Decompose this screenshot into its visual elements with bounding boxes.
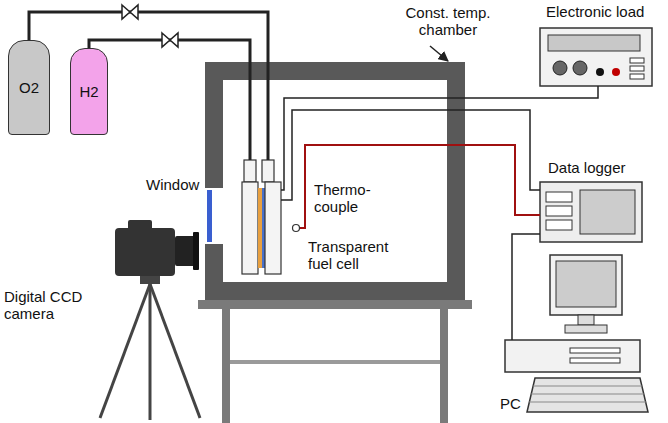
- electronic-load-drawing: [540, 28, 652, 86]
- gas-cylinder: O2: [8, 40, 50, 135]
- valve-symbol: [162, 33, 178, 47]
- part-label: Window: [146, 176, 206, 193]
- electronic-load: Electronic load: [540, 28, 652, 86]
- gas-line: [89, 40, 250, 160]
- device-label: Electronic load: [546, 3, 668, 20]
- device-label: Data logger: [548, 159, 658, 176]
- cylinder-label: H2: [79, 83, 98, 100]
- window-opening: [205, 188, 223, 244]
- camera-drawing: [100, 220, 200, 420]
- fuel-cell: Transparent fuel cell: [240, 160, 300, 275]
- camera: Digital CCD camera: [112, 218, 202, 286]
- device-label: Digital CCD camera: [4, 288, 104, 323]
- device-label: Const. temp. chamber: [393, 4, 503, 39]
- wire: [512, 234, 540, 340]
- gas-cylinder: H2: [70, 48, 108, 135]
- window-glass: [207, 190, 212, 242]
- table: [198, 300, 472, 423]
- thermocouple-symbol: [293, 225, 300, 232]
- gas-line: [29, 12, 268, 160]
- wire: [292, 110, 540, 190]
- data-logger: Data logger: [540, 182, 642, 242]
- data-logger-drawing: [540, 182, 642, 242]
- device-label: PC: [500, 395, 530, 412]
- cylinder-label: O2: [19, 79, 39, 96]
- pc: PC: [505, 340, 640, 372]
- leader-line: [430, 46, 448, 61]
- fuel-cell-drawing: [242, 160, 292, 274]
- device-label: Transparent fuel cell: [308, 238, 398, 273]
- wire: [284, 86, 598, 160]
- part-label: Thermo-couple: [314, 181, 372, 216]
- thermocouple-wire: [300, 145, 540, 228]
- pc-drawing: [505, 255, 648, 412]
- valve-symbol: [122, 5, 138, 19]
